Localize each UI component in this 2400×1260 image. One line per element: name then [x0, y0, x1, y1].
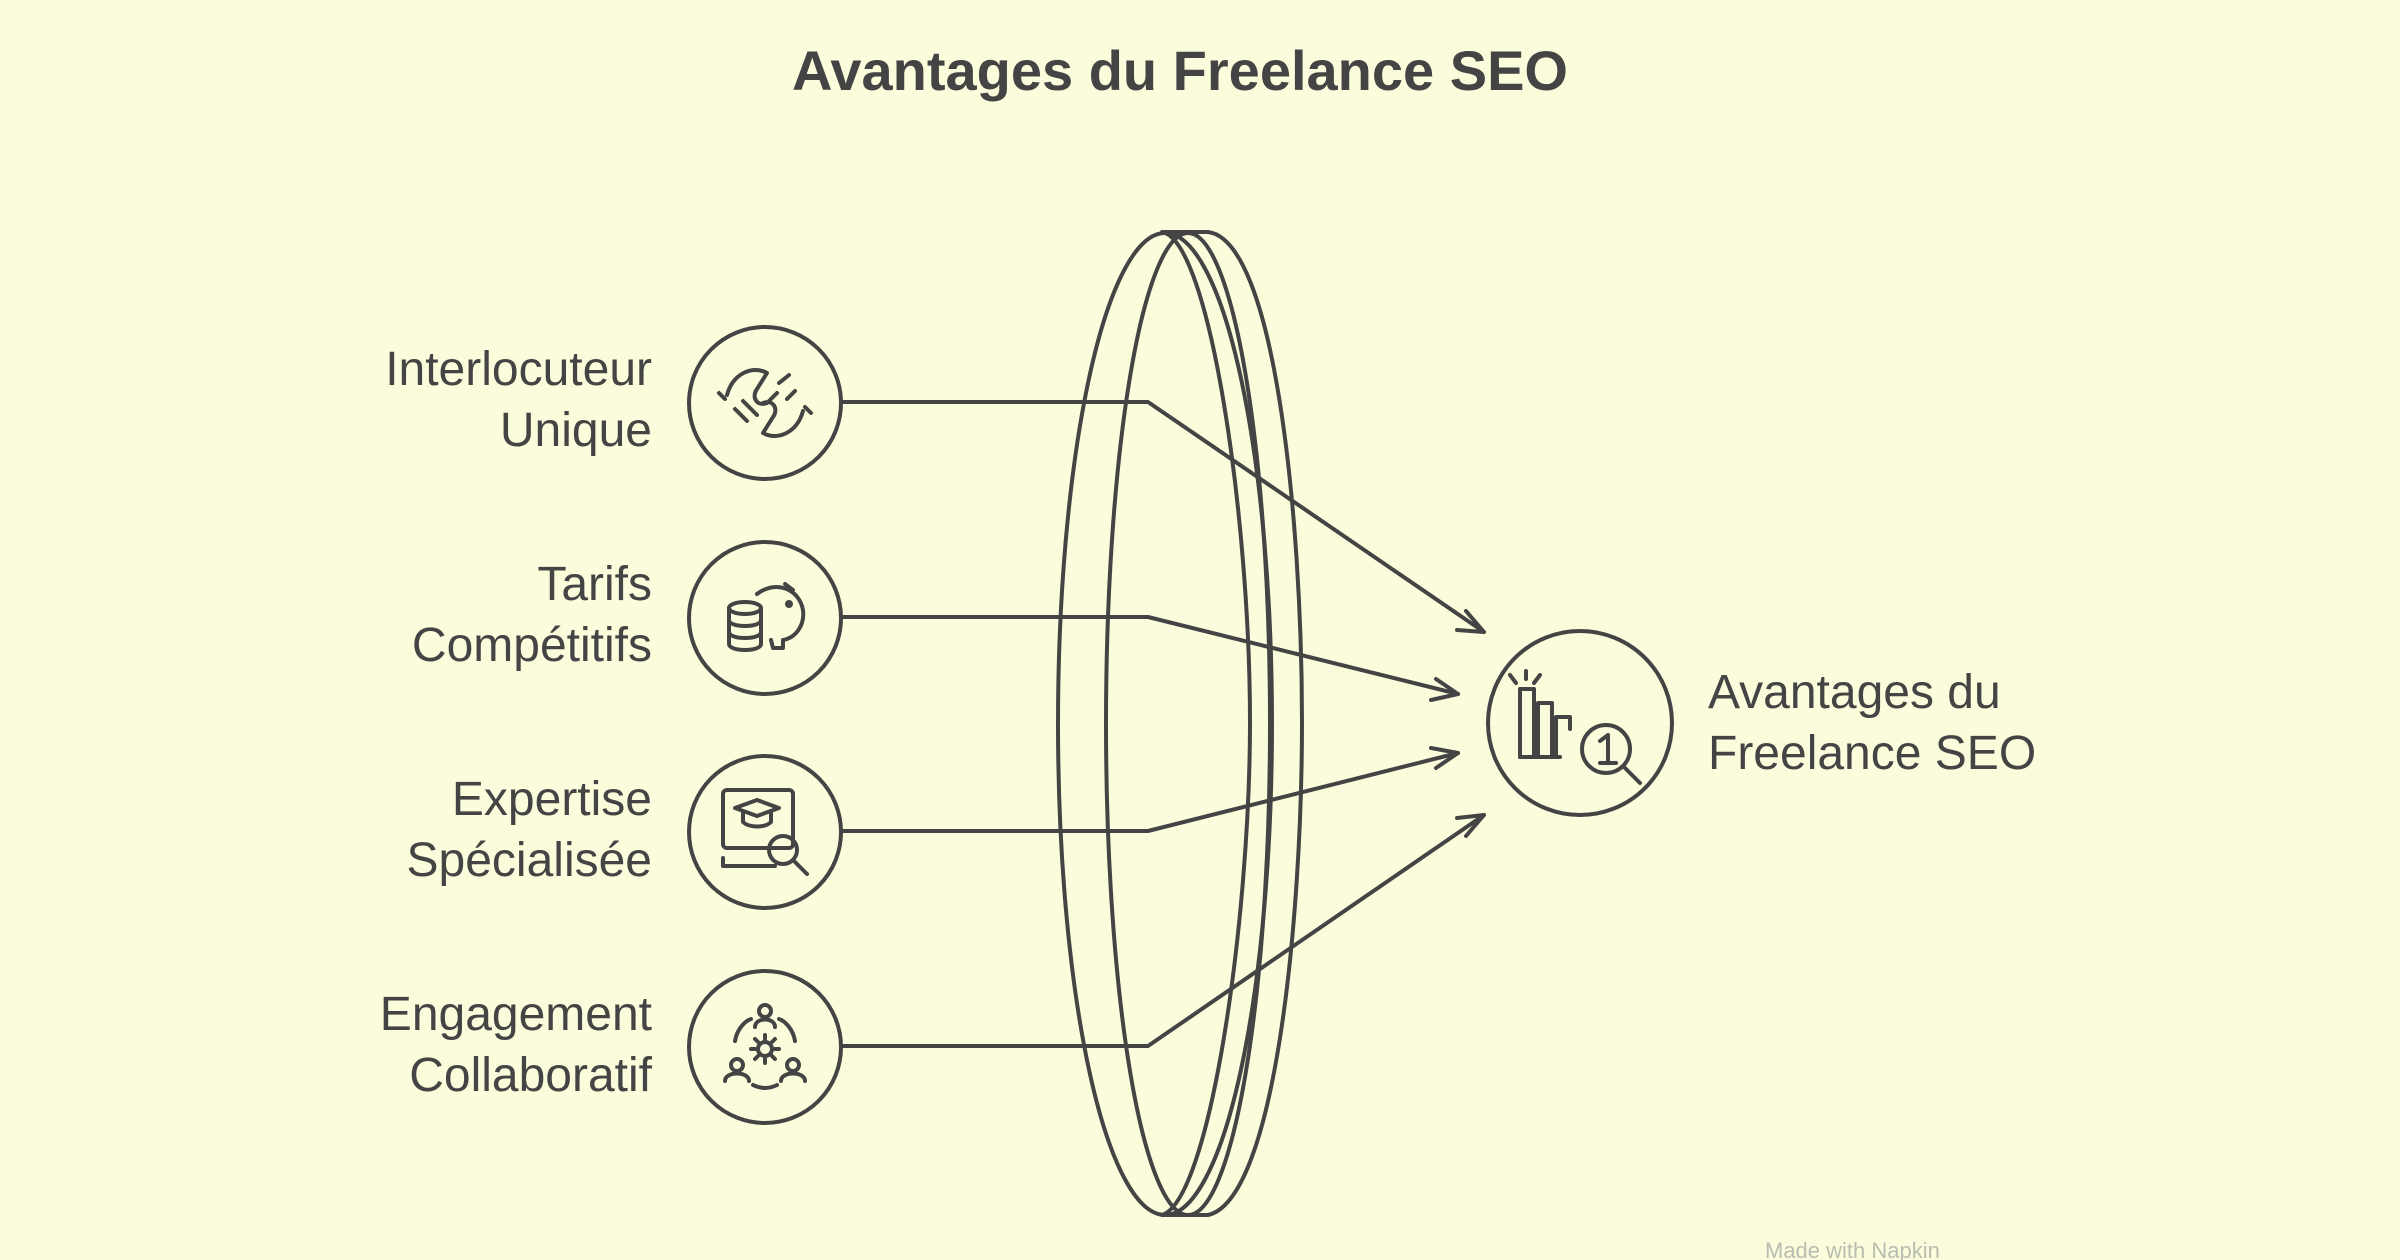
lens-middle-disc — [1104, 231, 1272, 1217]
diagram-title: Avantages du Freelance SEO — [792, 39, 1568, 102]
input-label-line1: Tarifs — [537, 558, 652, 611]
arrowhead-2 — [1429, 677, 1460, 702]
node-circle — [687, 969, 843, 1125]
input-node-engagement-collaboratif: Engagement Collaboratif — [380, 969, 843, 1125]
handshake-icon — [717, 367, 813, 439]
team-gear-icon — [723, 1003, 807, 1090]
node-circle — [687, 540, 843, 696]
input-node-expertise-specialisee: Expertise Spécialisée — [407, 754, 843, 910]
input-label-line1: Engagement — [380, 988, 652, 1041]
arrowhead-3 — [1429, 746, 1460, 770]
node-circle — [687, 754, 843, 910]
connector-1 — [840, 400, 1486, 634]
output-node: Avantages du Freelance SEO — [1486, 629, 2036, 817]
connector-4 — [840, 813, 1486, 1048]
piggy-bank-icon — [727, 582, 806, 652]
input-label-line2: Unique — [500, 404, 652, 457]
connectors — [840, 400, 1486, 1048]
node-circle — [1486, 629, 1674, 817]
lens-back-disc — [1160, 230, 1304, 1217]
output-label-line1: Avantages du — [1708, 666, 2001, 719]
arrowhead-4 — [1455, 813, 1486, 838]
connector-3 — [840, 751, 1460, 833]
input-label-line2: Spécialisée — [407, 834, 652, 887]
watermark: Made with Napkin — [1765, 1238, 1940, 1260]
lens — [1056, 230, 1304, 1217]
arrowhead-1 — [1455, 609, 1486, 634]
lens-front-disc — [1056, 231, 1274, 1217]
input-label-line2: Collaboratif — [409, 1049, 652, 1102]
connector-2 — [840, 615, 1460, 696]
output-label-line2: Freelance SEO — [1708, 727, 2036, 780]
ranking-chart-icon — [1508, 669, 1642, 785]
input-label-line1: Expertise — [452, 773, 652, 826]
input-label-line2: Compétitifs — [412, 619, 652, 672]
node-circle — [687, 325, 843, 481]
input-node-tarifs-competitifs: Tarifs Compétitifs — [412, 540, 843, 696]
graduation-search-icon — [721, 788, 809, 876]
input-node-interlocuteur-unique: Interlocuteur Unique — [385, 325, 843, 481]
input-label-line1: Interlocuteur — [385, 343, 652, 396]
